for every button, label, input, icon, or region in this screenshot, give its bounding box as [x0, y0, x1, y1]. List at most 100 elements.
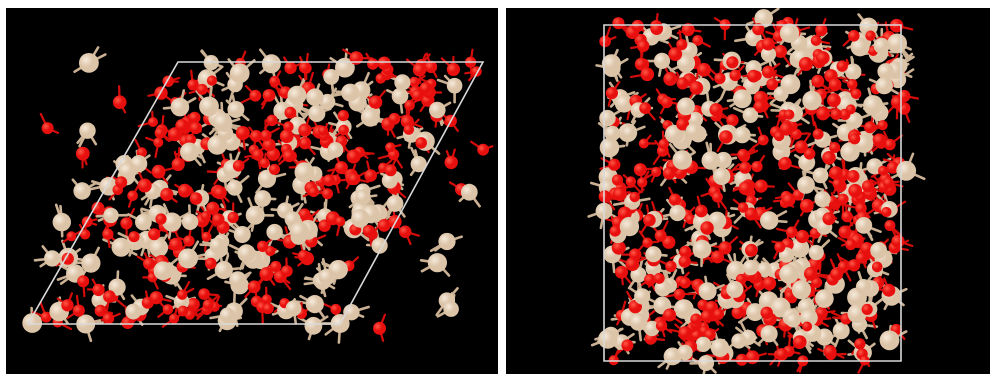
oxygen-atom	[121, 316, 134, 330]
oxygen-atom	[681, 23, 695, 37]
oxygen-atom	[415, 137, 428, 149]
oxygen-atom	[745, 350, 760, 365]
oxygen-atom	[318, 125, 329, 136]
silicon-atom	[621, 125, 637, 141]
oxygen-atom	[103, 290, 116, 303]
oxygen-atom	[148, 228, 161, 241]
silicon-atom	[887, 33, 907, 54]
oxygen-atom	[854, 338, 866, 350]
oxygen-atom	[784, 109, 795, 120]
oxygen-atom	[786, 226, 798, 238]
oxygen-atom	[828, 78, 842, 92]
oxygen-atom	[660, 96, 673, 109]
silicon-atom	[135, 213, 152, 231]
oxygen-atom	[171, 157, 185, 171]
oxygen-atom	[213, 185, 227, 200]
oxygen-atom	[751, 161, 763, 173]
oxygen-atom	[668, 193, 682, 206]
silicon-atom	[306, 88, 324, 106]
right-structure-render	[587, 8, 926, 374]
silicon-atom	[746, 303, 765, 322]
silicon-atom	[692, 239, 712, 259]
silicon-atom	[896, 160, 917, 181]
oxygen-atom	[673, 288, 686, 300]
oxygen-atom	[653, 272, 665, 284]
silicon-atom	[79, 53, 99, 73]
silicon-atom	[879, 330, 900, 351]
silicon-atom	[289, 221, 309, 241]
silicon-atom	[460, 183, 478, 201]
silicon-atom	[394, 74, 411, 91]
oxygen-atom	[446, 62, 460, 76]
oxygen-atom	[284, 61, 297, 75]
silicon-atom	[429, 101, 446, 119]
silicon-atom	[698, 282, 717, 301]
oxygen-atom	[388, 112, 401, 125]
oxygen-atom	[642, 237, 653, 248]
silicon-atom	[305, 295, 324, 314]
oxygen-atom	[779, 121, 794, 136]
oxygen-atom	[262, 89, 276, 102]
oxygen-atom	[829, 166, 843, 181]
oxygen-atom	[232, 160, 245, 172]
oxygen-atom	[747, 69, 760, 83]
oxygen-atom	[189, 121, 203, 135]
oxygen-atom	[186, 297, 200, 311]
oxygen-atom	[66, 231, 77, 242]
oxygen-atom	[322, 188, 333, 200]
oxygen-atom	[177, 305, 189, 317]
silicon-atom	[742, 259, 759, 276]
oxygen-atom	[774, 44, 787, 58]
oxygen-atom	[373, 321, 386, 335]
silicon-atom	[815, 289, 834, 308]
silicon-atom	[199, 96, 219, 117]
oxygen-atom	[77, 275, 90, 288]
oxygen-atom	[399, 225, 412, 238]
oxygen-atom	[615, 265, 628, 279]
oxygen-atom	[375, 73, 386, 84]
silicon-atom	[410, 156, 427, 173]
silicon-atom	[669, 204, 686, 222]
oxygen-atom	[802, 321, 813, 332]
oxygen-atom	[709, 103, 723, 117]
oxygen-atom	[297, 250, 310, 262]
oxygen-atom	[663, 71, 678, 86]
silicon-atom	[73, 182, 91, 200]
oxygen-atom	[643, 213, 656, 227]
silicon-atom	[287, 85, 307, 105]
oxygen-atom	[120, 217, 133, 230]
oxygen-atom	[137, 178, 152, 193]
silicon-atom	[438, 232, 456, 251]
oxygen-atom	[679, 245, 692, 258]
oxygen-atom	[891, 234, 905, 248]
oxygen-atom	[704, 329, 716, 341]
oxygen-atom	[168, 313, 180, 324]
oxygen-atom	[330, 303, 342, 315]
oxygen-atom	[884, 220, 896, 231]
oxygen-atom	[206, 201, 220, 215]
oxygen-atom	[662, 166, 676, 180]
silicon-atom	[153, 261, 173, 281]
oxygen-atom	[886, 161, 899, 174]
silicon-atom	[673, 299, 694, 319]
oxygen-atom	[810, 35, 822, 46]
silicon-atom	[840, 142, 860, 162]
silicon-atom	[644, 320, 660, 337]
oxygen-atom	[318, 219, 331, 232]
silicon-atom	[181, 213, 199, 230]
oxygen-atom	[781, 192, 796, 207]
oxygen-atom	[185, 134, 197, 145]
silicon-atom	[677, 344, 693, 361]
oxygen-atom	[266, 114, 278, 127]
silicon-atom	[229, 63, 250, 84]
silicon-atom	[103, 207, 119, 224]
oxygen-atom	[629, 191, 640, 203]
oxygen-atom	[112, 95, 127, 109]
silicon-atom	[634, 288, 651, 305]
oxygen-atom	[663, 308, 677, 322]
silicon-atom	[676, 54, 696, 73]
silicon-atom	[731, 333, 747, 349]
silicon-atom	[170, 97, 190, 117]
oxygen-atom	[605, 87, 618, 100]
silicon-atom	[760, 325, 778, 343]
